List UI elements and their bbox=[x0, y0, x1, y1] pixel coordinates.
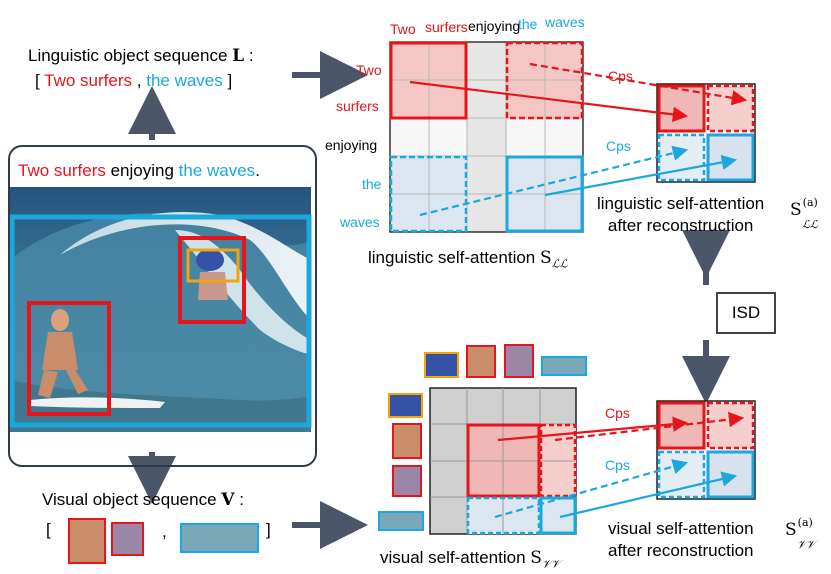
row-label-waves: waves bbox=[340, 214, 380, 230]
linguistic-seq-colon: : bbox=[248, 46, 254, 65]
visual-recon-symbol: S bbox=[785, 520, 797, 540]
vis-row-thumb-4 bbox=[378, 511, 424, 531]
col-label-waves: waves bbox=[545, 14, 585, 30]
linguistic-seq-items: [ Two surfers , the waves ] bbox=[35, 71, 232, 91]
bracket-open: [ bbox=[35, 71, 40, 90]
visual-matrix-symbol: S bbox=[530, 548, 542, 568]
linguistic-recon-sup: (a) bbox=[802, 196, 818, 209]
vis-row-thumb-3 bbox=[392, 465, 422, 497]
visual-cps-arrows bbox=[494, 411, 745, 519]
linguistic-seq-label: Linguistic object sequence bbox=[28, 46, 228, 65]
linguistic-matrix-caption: linguistic self-attention Sℒℒ bbox=[368, 248, 568, 270]
linguistic-recon-symbol-wrap: S(a) ℒℒ bbox=[790, 196, 818, 231]
row-label-surfers: surfers bbox=[336, 98, 379, 114]
cps-label-ling-red: Cps bbox=[608, 68, 633, 84]
vis-col-thumb-3 bbox=[504, 344, 534, 378]
image-panel bbox=[8, 145, 317, 467]
visual-object-thumb-surfer1 bbox=[68, 518, 106, 564]
vis-col-thumb-1 bbox=[424, 352, 459, 378]
row-label-enjoying: enjoying bbox=[325, 137, 378, 153]
linguistic-matrix bbox=[389, 41, 584, 233]
caption-enjoying: enjoying bbox=[105, 161, 179, 180]
ling-item-the-waves: the waves bbox=[146, 71, 223, 90]
visual-bracket-open: [ bbox=[46, 520, 51, 539]
linguistic-matrix-subscript: ℒℒ bbox=[551, 257, 568, 271]
linguistic-seq-symbol: L bbox=[232, 46, 245, 66]
ling-item-two-surfers: Two surfers bbox=[44, 71, 133, 90]
col-label-enjoying: enjoying bbox=[468, 18, 521, 34]
caption-period: . bbox=[255, 161, 260, 180]
visual-matrix-caption-text: visual self-attention bbox=[380, 548, 526, 567]
vis-row-thumb-1 bbox=[388, 393, 423, 418]
row-label-the: the bbox=[362, 176, 382, 192]
linguistic-matrix-symbol: S bbox=[540, 248, 552, 268]
visual-object-thumb-waves bbox=[180, 523, 259, 553]
bracket-close: ] bbox=[227, 71, 233, 90]
row-label-two: Two bbox=[356, 62, 382, 78]
linguistic-recon-sub: ℒℒ bbox=[802, 218, 818, 231]
surf-photo bbox=[9, 187, 312, 432]
visual-recon-line2: after reconstruction bbox=[608, 541, 754, 560]
visual-recon-line1: visual self-attention bbox=[608, 519, 754, 538]
cps-label-vis-red: Cps bbox=[605, 405, 630, 421]
col-label-surfers: surfers bbox=[425, 19, 468, 35]
visual-recon-sup: (a) bbox=[797, 516, 813, 529]
visual-seq-label: Visual object sequence bbox=[42, 490, 217, 509]
col-label-two: Two bbox=[390, 21, 416, 37]
image-caption: Two surfers enjoying the waves. bbox=[18, 161, 260, 181]
isd-label: ISD bbox=[731, 303, 761, 322]
visual-object-thumb-surfer2 bbox=[111, 522, 144, 556]
caption-the-waves: the waves bbox=[178, 161, 256, 180]
linguistic-recon-line2: after reconstruction bbox=[607, 216, 754, 235]
visual-matrix-caption: visual self-attention S𝒱𝒱 bbox=[380, 548, 560, 571]
isd-box: ISD bbox=[716, 292, 776, 334]
linguistic-matrix-caption-text: linguistic self-attention bbox=[368, 248, 536, 267]
vis-col-thumb-2 bbox=[466, 345, 496, 378]
visual-seq-colon: : bbox=[239, 490, 244, 509]
visual-seq-title: Visual object sequence V : bbox=[42, 490, 244, 510]
linguistic-recon-symbol: S bbox=[790, 200, 802, 220]
visual-bracket-close: ] bbox=[266, 520, 271, 539]
linguistic-seq-title: Linguistic object sequence L : bbox=[28, 46, 254, 66]
vis-col-thumb-4 bbox=[541, 356, 587, 376]
visual-matrix-subscript: 𝒱𝒱 bbox=[541, 557, 561, 571]
cps-label-vis-cyan: Cps bbox=[605, 457, 630, 473]
visual-recon-symbol-wrap: S(a) 𝒱𝒱 bbox=[785, 516, 815, 551]
seq-separator: , bbox=[136, 71, 142, 90]
visual-recon-matrix bbox=[656, 400, 756, 500]
linguistic-recon-caption: linguistic self-attention after reconstr… bbox=[597, 193, 764, 237]
visual-matrix bbox=[429, 387, 577, 535]
col-label-the: the bbox=[518, 16, 538, 32]
visual-recon-sub: 𝒱𝒱 bbox=[797, 538, 816, 551]
visual-recon-caption: visual self-attention after reconstructi… bbox=[608, 518, 754, 562]
visual-seq-separator: , bbox=[162, 522, 167, 541]
visual-seq-symbol: V bbox=[221, 490, 235, 510]
cps-label-ling-cyan: Cps bbox=[606, 138, 631, 154]
caption-two-surfers: Two surfers bbox=[18, 161, 106, 180]
linguistic-cps-arrows bbox=[409, 62, 748, 217]
vis-row-thumb-2 bbox=[392, 423, 422, 459]
linguistic-recon-line1: linguistic self-attention bbox=[597, 194, 765, 213]
